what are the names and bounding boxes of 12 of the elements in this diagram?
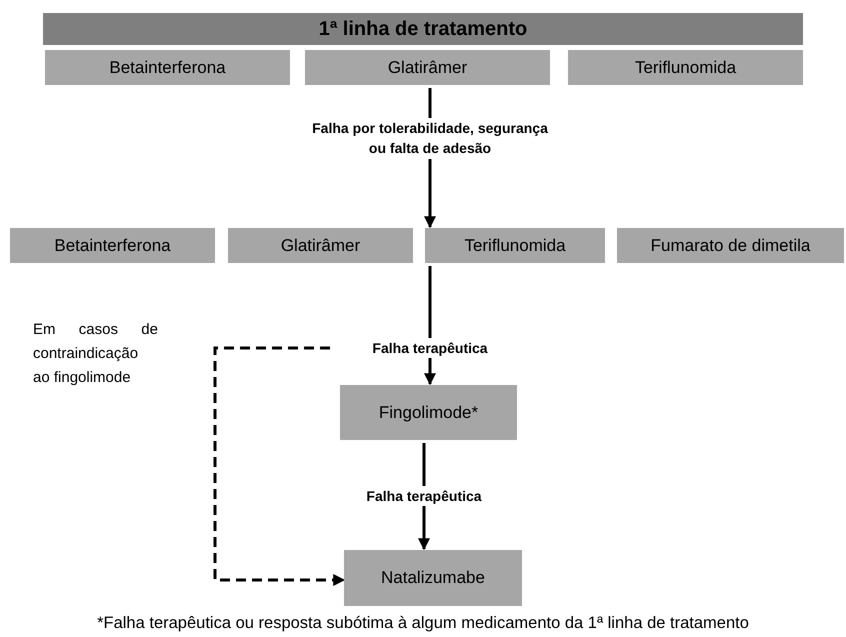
dashed-arrow bbox=[214, 346, 346, 586]
header-band: 1ª linha de tratamento bbox=[43, 13, 803, 45]
process-box: Glatirâmer bbox=[228, 228, 413, 263]
footnote: *Falha terapêutica ou resposta subótima à algum medicamento da 1ª linha de tratamento bbox=[96, 614, 750, 633]
process-box: Betainterferona bbox=[10, 228, 215, 263]
process-box: Fumarato de dimetila bbox=[617, 228, 844, 263]
process-box: Natalizumabe bbox=[344, 550, 522, 606]
process-box: Fingolimode* bbox=[340, 385, 517, 440]
process-box: Betainterferona bbox=[45, 50, 290, 85]
process-box: Teriflunomida bbox=[425, 228, 605, 263]
process-box: Glatirâmer bbox=[305, 50, 550, 85]
process-box: Teriflunomida bbox=[568, 50, 803, 85]
